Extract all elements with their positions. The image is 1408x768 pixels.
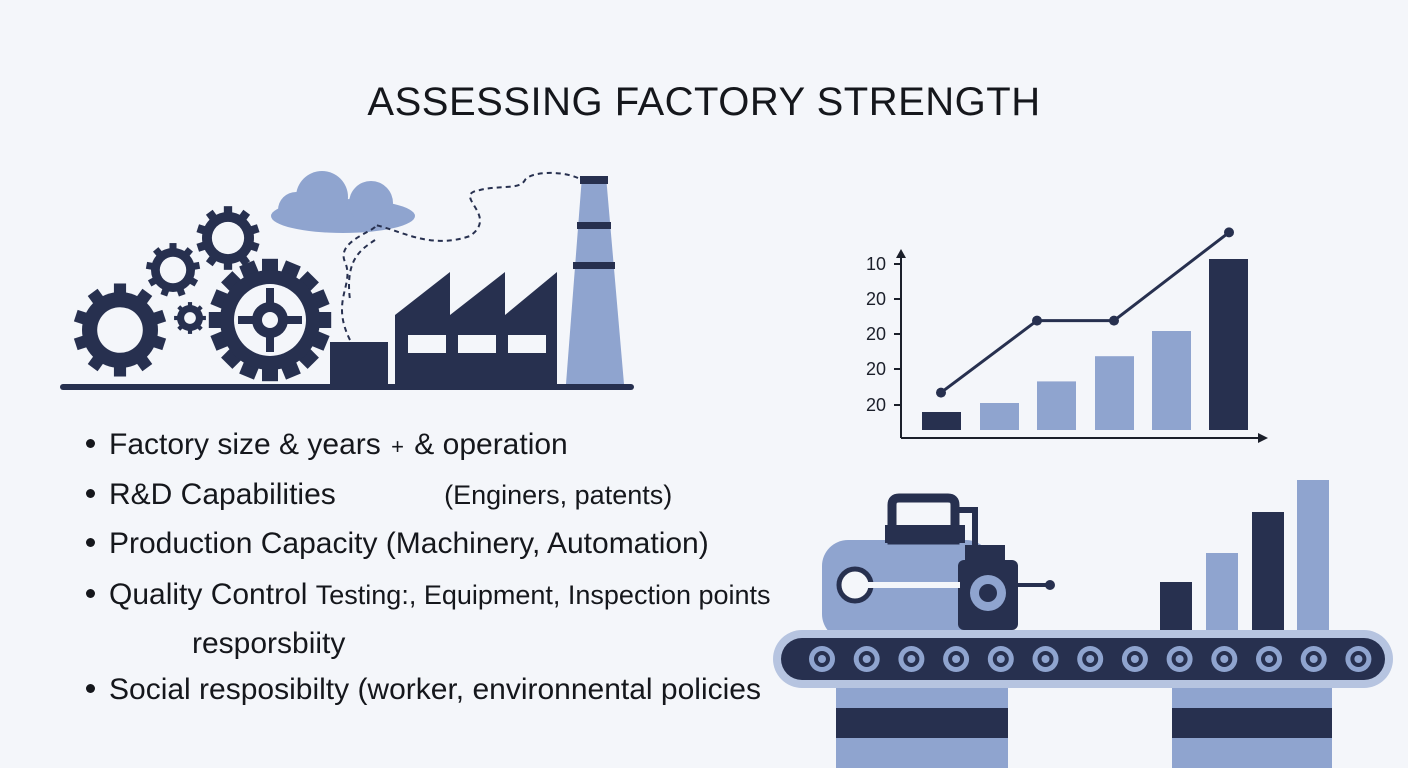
bullet-rd: R&D Capabilities (Enginers, patents) [86, 478, 672, 512]
bullet-dot [86, 683, 95, 693]
page-title: ASSESSING FACTORY STRENGTH [367, 80, 1041, 124]
bullet-quality: Quality Control Testing:, Equipment, Ins… [86, 578, 771, 612]
bullet-social: Social resposibilty (worker, environnent… [86, 673, 761, 707]
chart-line [936, 227, 1234, 398]
bullet-factory-size: Factory size & years + & operation [86, 428, 568, 462]
bullet-dot [86, 588, 95, 598]
gears-icon [73, 206, 332, 382]
y-tick-label: 20 [866, 359, 886, 379]
chart-trend-line [940, 231, 1230, 394]
chart-axes [896, 249, 1268, 443]
factory-icon [330, 272, 557, 384]
bullet-production: Production Capacity (Machinery, Automati… [86, 527, 709, 561]
bullet-text-2: & operation [414, 428, 568, 461]
chart-bar [922, 412, 961, 430]
bullet-text: Production Capacity (Machinery, Automati… [109, 527, 709, 560]
bullet-dot [86, 438, 95, 448]
gear-large-left [73, 283, 167, 377]
bullet-dot [86, 488, 95, 498]
chart-point [936, 387, 946, 398]
y-tick-label: 20 [866, 324, 886, 344]
ground-line [60, 384, 634, 390]
bullet-text-2: Testing:, Equipment, Inspection points [315, 580, 771, 610]
chart-point [1032, 315, 1042, 326]
bullet-text-2: (Enginers, patents) [444, 480, 673, 510]
y-tick-label: 10 [866, 254, 886, 274]
bullet-quality-continuation: resporsbiity [192, 627, 346, 660]
y-tick-label: 20 [866, 289, 886, 309]
conveyor-rollers [809, 646, 1372, 672]
smoke-trail-2 [348, 239, 376, 301]
chart-bar [1209, 259, 1248, 430]
bullet-text: R&D Capabilities [109, 478, 336, 511]
bullet-text: Quality Control [109, 578, 308, 611]
bullet-dot [86, 537, 95, 547]
gear-tiny [174, 302, 206, 334]
chart-point [1109, 315, 1119, 326]
gear-big-center [208, 258, 332, 382]
factory-windows [408, 335, 546, 353]
bullet-text: Social resposibilty (worker, environnent… [109, 673, 761, 706]
chart-bar [980, 403, 1019, 430]
chart-bar [1095, 356, 1134, 430]
chart-bar [1152, 331, 1191, 430]
bullet-text: Factory size & years [109, 428, 381, 461]
cloud-icon [271, 171, 415, 233]
bullet-separator: + [391, 434, 404, 459]
smokestack-icon [566, 176, 624, 384]
chart-bar [1037, 381, 1076, 430]
smoke-trail [340, 172, 579, 341]
gear-top [196, 206, 260, 270]
chart-bars [922, 259, 1248, 430]
chart-point [1224, 227, 1234, 238]
chart-ticks: 10 20 20 20 20 [866, 254, 901, 415]
gear-small [145, 243, 201, 297]
y-tick-label: 20 [866, 395, 886, 415]
